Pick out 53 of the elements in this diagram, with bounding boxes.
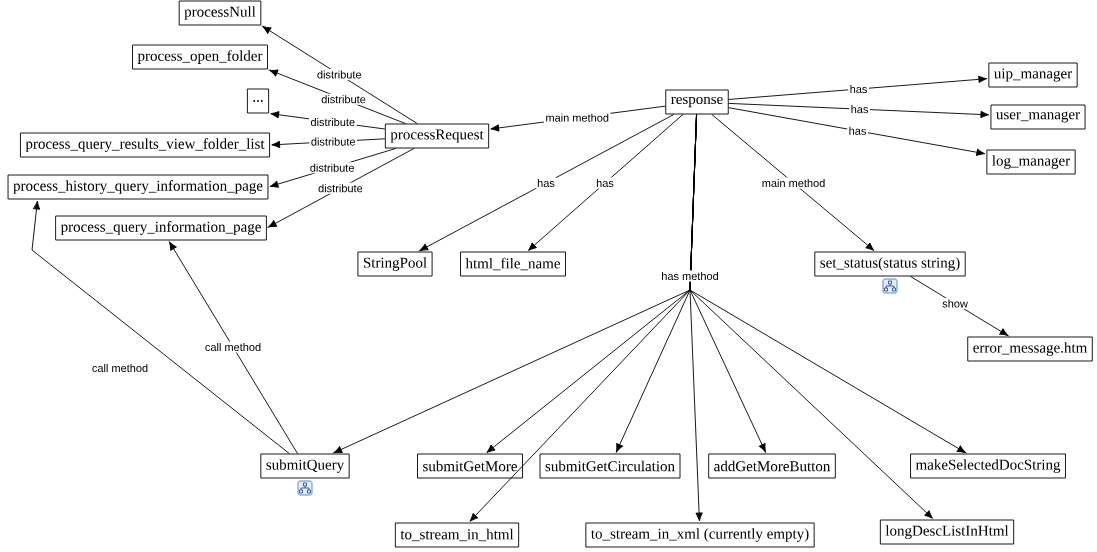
arrow [169,241,298,454]
arrow [262,25,418,124]
edge-label: distribute [319,93,368,105]
edge-label: has [849,103,870,115]
process-box: addGetMoreButton [708,453,836,479]
edge-label: distribute [309,136,357,148]
arrow [528,114,684,251]
process-box: uip_manager [988,62,1078,88]
process-box: process_open_folder [132,44,268,70]
edge-label: main method [543,112,611,124]
arrow [728,102,990,119]
process-box: to_stream_in_xml (currently empty) [585,522,815,548]
arrow [910,276,1009,337]
arrow [419,114,675,252]
arrow [31,200,290,454]
process-box: error_message.htm [967,336,1093,362]
process-box: set_status(status string) [814,251,966,277]
process-box: StringPool [357,251,433,277]
arrow [267,148,415,228]
edge-label: main method [760,177,827,189]
process-box: longDescListInHtml [879,519,1015,545]
edge-label: has [847,125,868,137]
arrow [711,114,875,251]
edge-label: has [535,177,557,189]
edge-label: call method [90,362,150,374]
process-box: log_manager [986,149,1076,175]
edge-label: distribute [316,182,365,194]
process-box: submitGetCirculation [539,453,681,479]
edge-label: distribute [308,116,357,128]
arrow [269,69,406,124]
edge-label: distribute [315,68,364,81]
process-box: makeSelectedDocString [910,453,1066,479]
process-box: submitQuery [260,453,350,479]
process-box: response [665,89,729,115]
edge-label: show [940,297,970,310]
arrow [728,75,988,100]
process-box: submitGetMore [417,453,523,479]
process-box: to_stream_in_html [394,522,520,548]
edge-label: call method [203,341,263,353]
process-box: processRequest [384,123,490,149]
process-box: user_manager [990,104,1086,130]
edge-label: distribute [308,162,356,174]
edge-label: has method [659,270,721,282]
process-box: process_history_query_information_page [7,174,269,200]
process-box: html_file_name [460,251,566,277]
edge-label: has [594,177,616,189]
process-box: process_query_results_view_folder_list [20,132,270,158]
process-box: ... [246,88,270,114]
process-box: processNull [178,0,262,26]
process-box: process_query_information_page [55,215,267,241]
arrow [689,114,966,454]
arrow [728,107,986,156]
edge-label: has [848,83,869,95]
